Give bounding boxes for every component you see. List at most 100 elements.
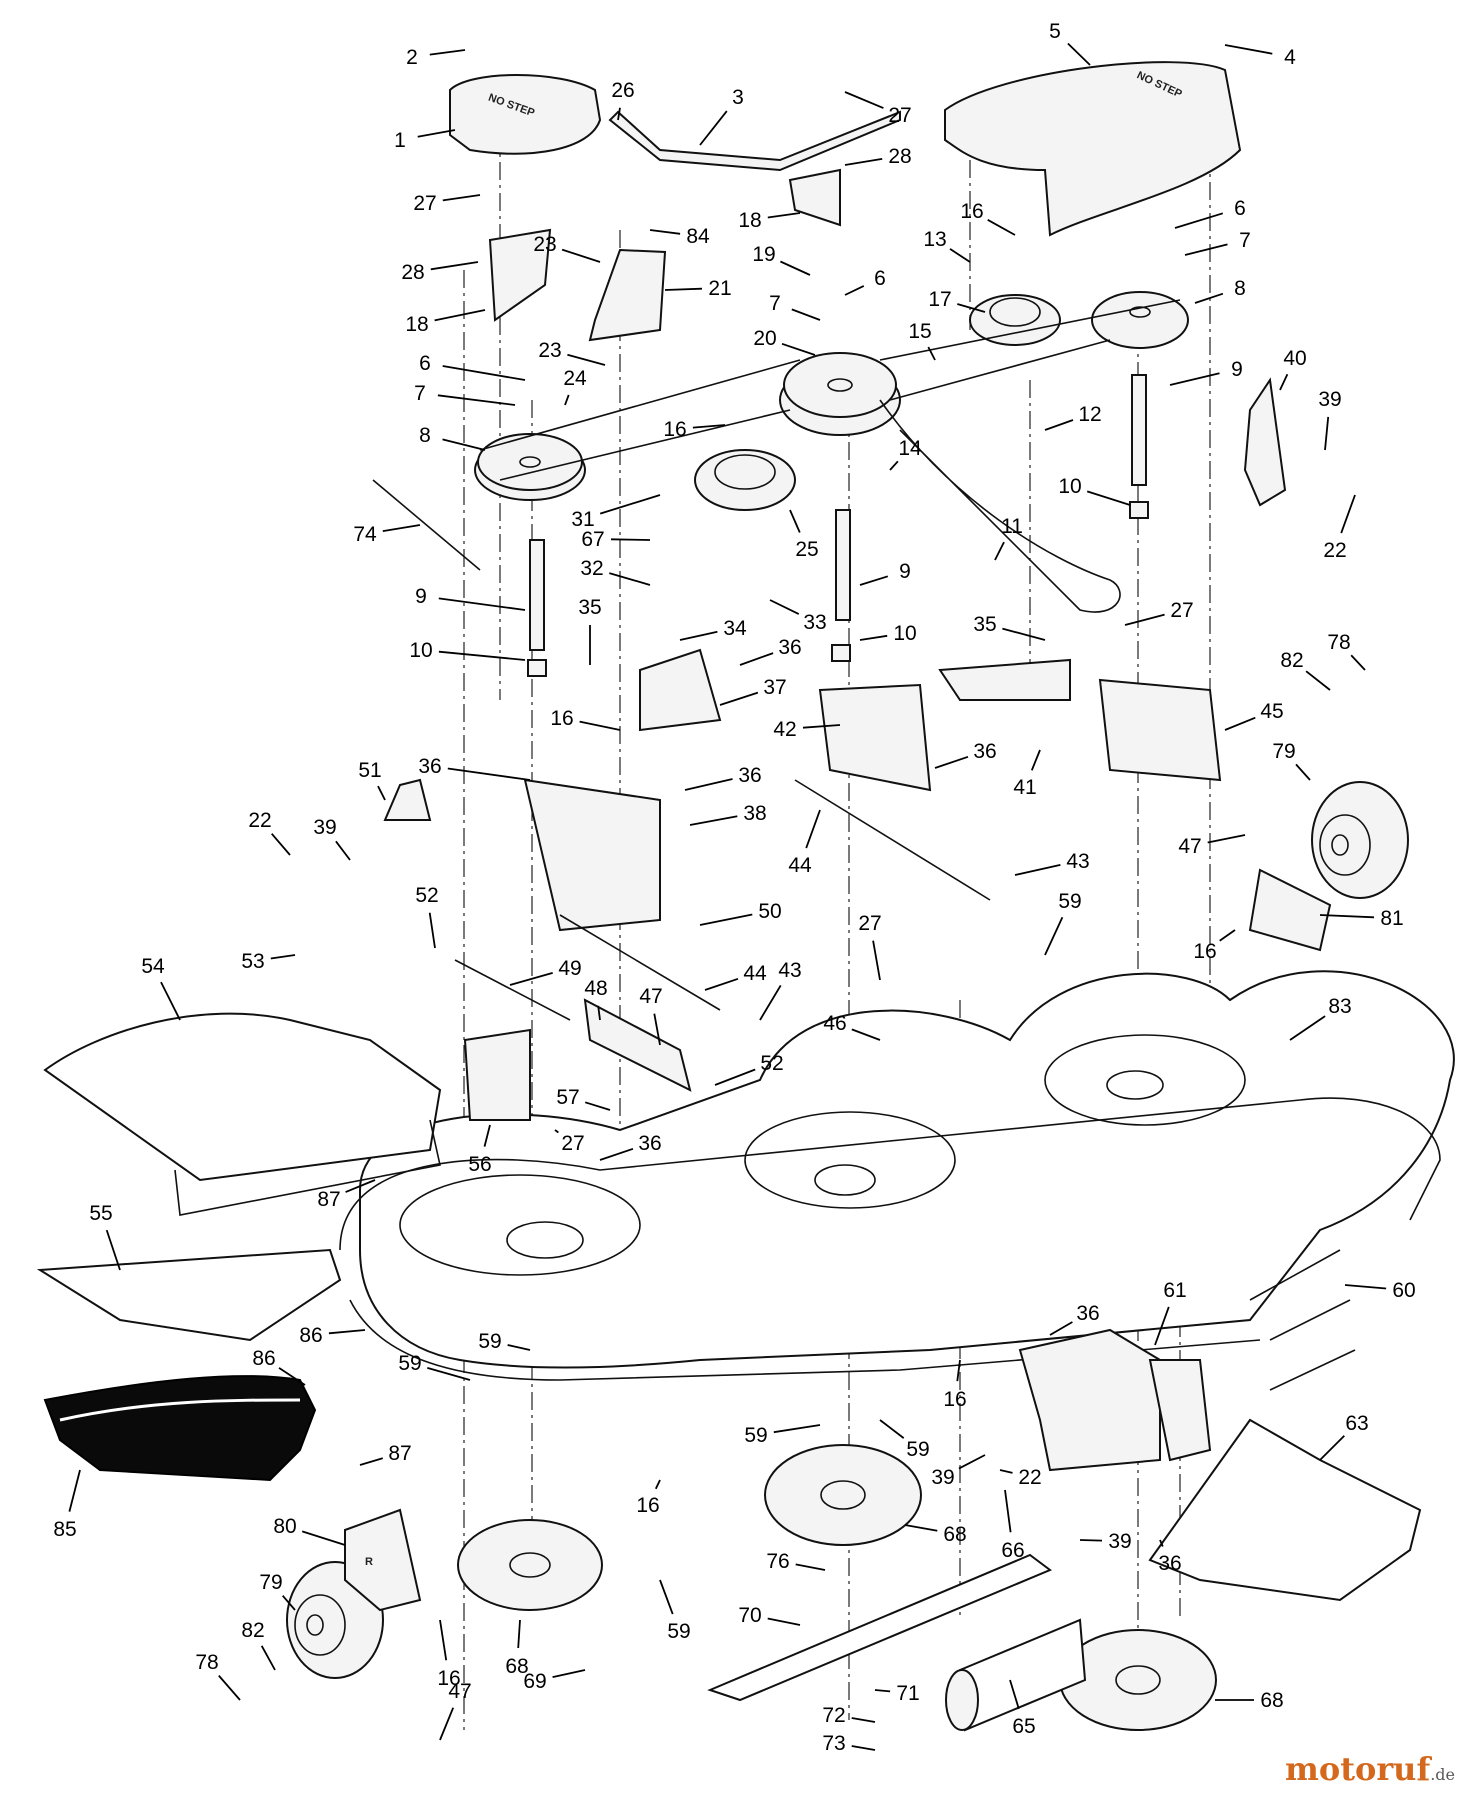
callout-leader-c80 [301, 1530, 346, 1546]
callout-c72: 72 [822, 1704, 845, 1727]
callout-leader-c26 [617, 107, 621, 121]
idler-pulley [694, 449, 796, 511]
callout-c7b: 7 [769, 292, 781, 315]
callout-leader-c8b [442, 438, 486, 451]
callout-c82b: 82 [241, 1619, 264, 1642]
deck-support-bracket [1018, 1328, 1212, 1472]
callout-c27b: 27 [413, 192, 436, 215]
callout-c10b: 10 [893, 622, 916, 645]
gauge-wheel-right [1311, 781, 1409, 899]
callout-leader-c63 [1319, 1435, 1345, 1461]
callout-c61: 61 [1163, 1279, 1186, 1302]
callout-leader-c2 [429, 49, 466, 56]
callout-c18b: 18 [405, 313, 428, 336]
callout-c39a: 39 [313, 816, 336, 839]
callout-leader-c52b [714, 1068, 756, 1086]
callout-leader-c36d [934, 755, 969, 769]
callout-leader-c85 [68, 1469, 81, 1512]
callout-leader-c16g [439, 1619, 448, 1661]
spindle-shafts [527, 374, 1149, 677]
pulley-left [474, 433, 586, 501]
belt-shield [43, 1375, 317, 1482]
callout-c27e: 27 [561, 1132, 584, 1155]
callout-leader-c56 [483, 1124, 491, 1147]
callout-leader-c61 [1154, 1306, 1170, 1346]
callout-leader-c52a [428, 912, 436, 949]
callout-leader-c18b [434, 309, 486, 322]
callout-c36d: 36 [973, 740, 996, 763]
callout-leader-c87a [345, 1179, 376, 1193]
callout-c43b: 43 [778, 959, 801, 982]
callout-c21: 21 [708, 277, 731, 300]
callout-c53: 53 [241, 950, 264, 973]
callout-c83: 83 [1328, 995, 1351, 1018]
callout-leader-c22a [1340, 494, 1356, 534]
callout-c71: 71 [896, 1682, 919, 1705]
callout-c33: 33 [803, 611, 826, 634]
callout-leader-c23a [561, 248, 601, 263]
callout-leader-c35b [1002, 627, 1046, 641]
callout-leader-c18a [767, 212, 801, 219]
callout-c82a: 82 [1280, 649, 1303, 672]
callout-c87b: 87 [388, 1442, 411, 1465]
callout-leader-c6b [844, 285, 865, 296]
callout-c16a: 16 [960, 200, 983, 223]
callout-c36b: 36 [418, 755, 441, 778]
callout-c70: 70 [738, 1604, 761, 1627]
callout-c45: 45 [1260, 700, 1283, 723]
callout-leader-c43a [1014, 864, 1061, 876]
callout-c57: 57 [556, 1086, 579, 1109]
callout-leader-c39b [1324, 416, 1330, 451]
callout-leader-c16c [579, 720, 621, 731]
callout-c35b: 35 [973, 613, 996, 636]
callout-leader-c43b [759, 984, 782, 1021]
callout-c1: 1 [394, 129, 406, 152]
discharge-chute [43, 1012, 442, 1216]
callout-leader-c44b [704, 977, 739, 991]
callout-leader-c37 [719, 691, 759, 706]
callout-c10a: 10 [1058, 475, 1081, 498]
callout-c16f: 16 [636, 1494, 659, 1517]
callout-c38: 38 [743, 802, 766, 825]
deck-hanger-plate [1148, 1418, 1422, 1602]
callout-c5: 5 [1049, 20, 1061, 43]
callout-leader-c4 [1224, 44, 1273, 55]
callout-leader-c42 [802, 724, 841, 729]
callout-c86a: 86 [299, 1324, 322, 1347]
callout-leader-c6c [442, 365, 526, 381]
callout-c9b: 9 [899, 560, 911, 583]
callout-c27d: 27 [858, 912, 881, 935]
callout-leader-c78b [218, 1675, 241, 1701]
callout-leader-c27a [844, 91, 884, 109]
callout-leader-c45 [1224, 716, 1256, 731]
callout-c36c: 36 [738, 764, 761, 787]
callout-leader-c57 [584, 1101, 611, 1111]
callout-leader-c10a [1086, 490, 1131, 506]
callout-leader-c59d [773, 1424, 821, 1434]
callout-leader-c59f [659, 1579, 674, 1615]
callout-c24: 24 [563, 367, 587, 390]
callout-c54: 54 [141, 955, 165, 978]
callout-c37: 37 [763, 676, 786, 699]
callout-leader-c33 [769, 599, 800, 615]
callout-leader-c16e [956, 1359, 961, 1382]
callout-c46: 46 [823, 1012, 846, 1035]
callout-c25: 25 [795, 538, 818, 561]
callout-leader-c7c [437, 394, 516, 406]
mower-deck-housing [339, 970, 1455, 1381]
callout-leader-c5 [1067, 42, 1091, 66]
callout-leader-c59e [879, 1419, 905, 1439]
left-belt-cover: NO STEP [449, 74, 602, 155]
callout-leader-c82a [1305, 670, 1331, 691]
callout-c56: 56 [468, 1153, 491, 1176]
callout-leader-c73 [851, 1745, 876, 1751]
callout-c68c: 68 [1260, 1689, 1283, 1712]
callout-leader-c50 [699, 913, 753, 926]
callout-leader-c9c [438, 597, 526, 611]
callout-leader-c59b [507, 1344, 531, 1351]
callout-c67: 67 [581, 528, 604, 551]
callout-c47a: 47 [1178, 835, 1201, 858]
callout-c26: 26 [611, 79, 634, 102]
pulley-center [779, 352, 901, 436]
callout-leader-c8a [1194, 292, 1224, 304]
